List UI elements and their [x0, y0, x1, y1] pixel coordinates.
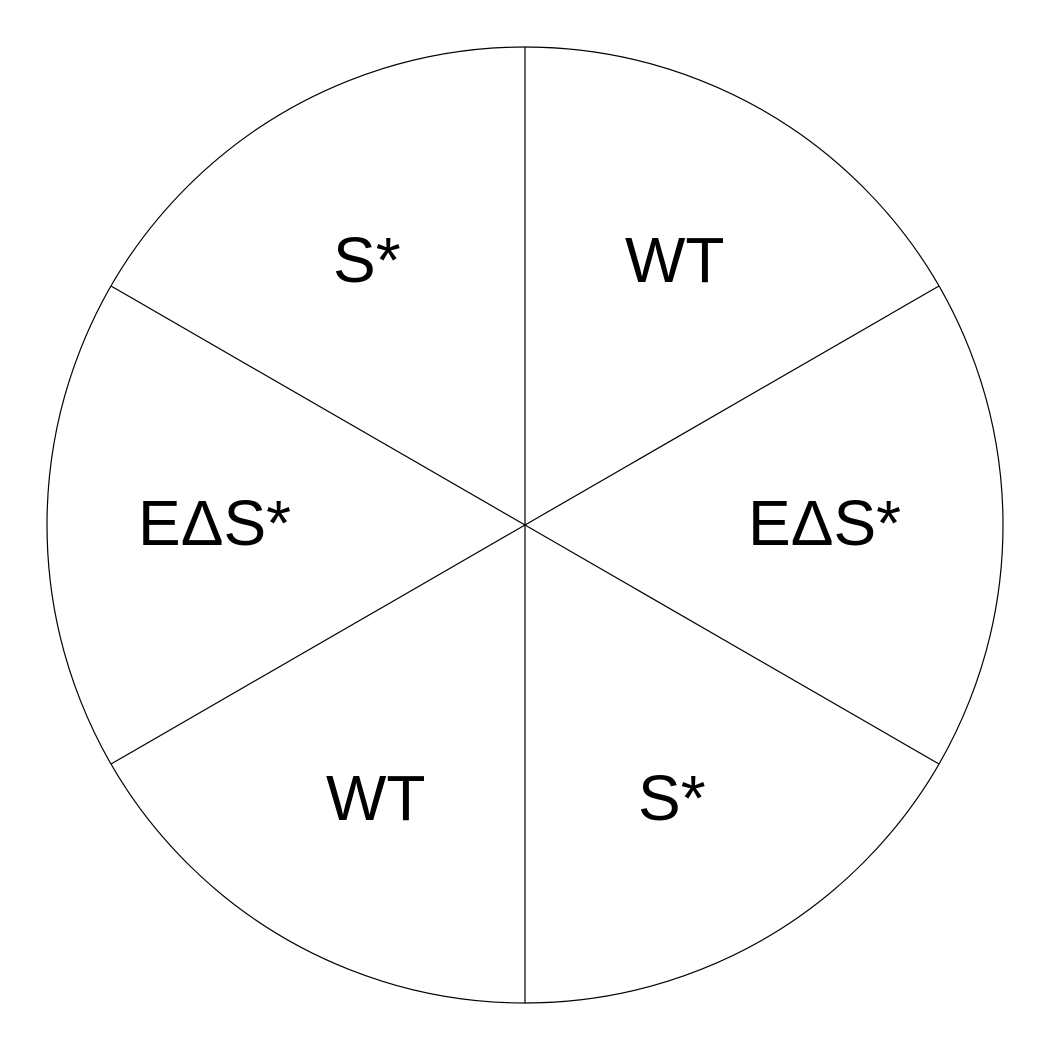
sector-label-left: EΔS*: [138, 487, 291, 559]
sector-label-lower-right: S*: [638, 762, 706, 834]
sector-label-upper-left: S*: [333, 224, 401, 296]
divider-line: [524, 285, 940, 526]
divider-line: [110, 524, 526, 765]
sector-label-right: EΔS*: [748, 487, 901, 559]
divider-line: [110, 285, 526, 526]
sector-label-lower-left: WT: [326, 762, 426, 834]
divider-line: [524, 524, 940, 765]
sector-label-upper-right: WT: [625, 224, 725, 296]
